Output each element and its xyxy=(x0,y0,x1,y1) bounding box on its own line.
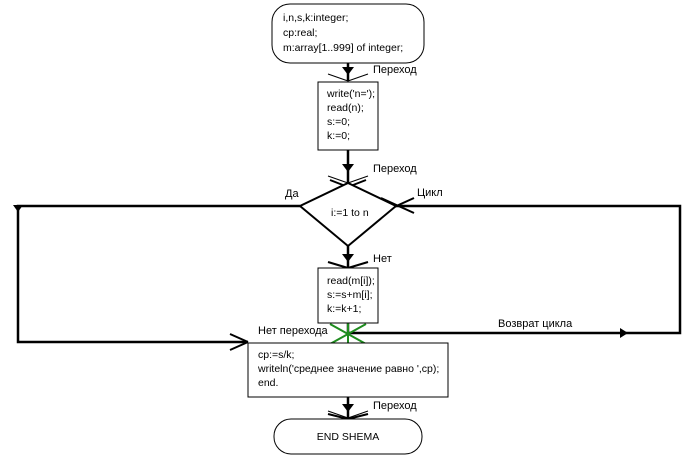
result-line-2: writeln('среднее значение равно ',cp); xyxy=(257,363,439,375)
node-result: cp:=s/k; writeln('среднее значение равно… xyxy=(247,342,449,398)
init-line-4: k:=0; xyxy=(327,130,350,142)
arrow-down-icon xyxy=(342,404,354,412)
node-end: END SHEMA xyxy=(273,418,423,455)
end-label: END SHEMA xyxy=(317,431,379,443)
label-no-transition: Нет перехода xyxy=(258,325,329,337)
decl-line-3: m:array[1..999] of integer; xyxy=(283,42,403,54)
edge-yes-branch xyxy=(16,204,300,344)
junction-mark xyxy=(329,322,367,345)
arrow-down-icon xyxy=(342,164,354,172)
init-line-1: write('n='); xyxy=(326,88,375,100)
body-line-1: read(m[i]); xyxy=(327,275,375,287)
result-line-3: end. xyxy=(258,377,278,389)
transition-marks xyxy=(327,73,369,419)
init-line-3: s:=0; xyxy=(327,116,350,128)
node-declarations: i,n,s,k:integer; cp:real; m:array[1..999… xyxy=(271,3,425,64)
label-yes: Да xyxy=(285,188,299,200)
arrow-down-icon xyxy=(13,205,23,212)
label-transition-1: Переход xyxy=(373,64,417,76)
label-loop-return: Возврат цикла xyxy=(498,318,573,330)
init-line-2: read(n); xyxy=(327,102,364,114)
label-no: Нет xyxy=(373,253,392,265)
body-line-3: k:=k+1; xyxy=(327,303,361,315)
decl-line-2: cp:real; xyxy=(283,27,317,39)
loop-condition: i:=1 to n xyxy=(331,207,369,219)
body-line-2: s:=s+m[i]; xyxy=(327,289,373,301)
result-line-1: cp:=s/k; xyxy=(258,349,294,361)
label-transition-2: Переход xyxy=(373,163,417,175)
arrow-down-icon xyxy=(342,67,354,75)
node-body: read(m[i]); s:=s+m[i]; k:=k+1; xyxy=(317,267,379,324)
label-cycle: Цикл xyxy=(417,187,443,199)
node-init: write('n='); read(n); s:=0; k:=0; xyxy=(317,81,379,151)
edge-loop-return xyxy=(348,204,682,335)
decl-line-1: i,n,s,k:integer; xyxy=(283,12,348,24)
arrowheads xyxy=(13,67,628,412)
arrow-right-icon xyxy=(620,328,628,338)
node-loop: i:=1 to n xyxy=(298,181,398,248)
label-transition-3: Переход xyxy=(373,400,417,412)
arrow-down-icon xyxy=(342,254,354,262)
